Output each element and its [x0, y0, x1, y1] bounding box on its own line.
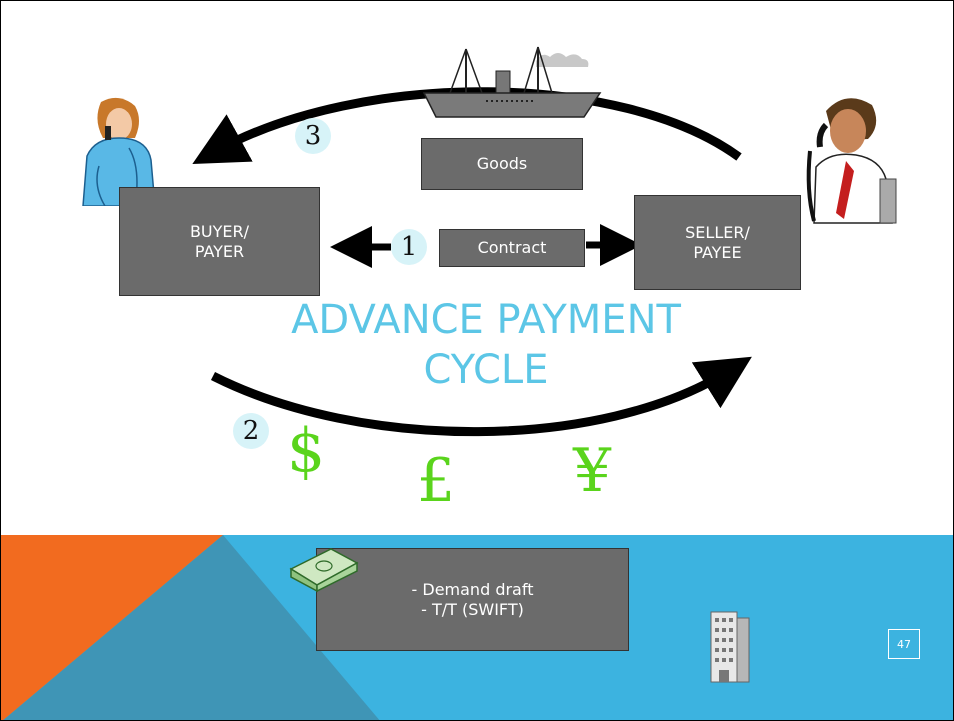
step-2-badge: 2 — [233, 413, 269, 449]
goods-arrow — [192, 87, 742, 165]
step-2-label: 2 — [242, 416, 260, 446]
seller-label: SELLER/ PAYEE — [685, 222, 750, 262]
currency-yen: ¥ — [573, 436, 612, 506]
footer-triangles — [1, 535, 380, 720]
step-1-label: 1 — [400, 232, 418, 262]
currency-dollar: $ — [287, 416, 326, 486]
goods-box: Goods — [421, 138, 583, 190]
office-building-icon — [710, 611, 750, 683]
step-3-label: 3 — [304, 121, 322, 151]
diagram-title-line1: ADVANCE PAYMENT — [291, 297, 681, 343]
diagram-title-line2: CYCLE — [423, 347, 549, 393]
step-1-badge: 1 — [391, 229, 427, 265]
buyer-label: BUYER/ PAYER — [189, 221, 250, 261]
ship-icon — [422, 46, 602, 118]
currency-pound: £ — [417, 446, 456, 516]
goods-label: Goods — [476, 154, 528, 173]
page-number: 47 — [888, 629, 920, 659]
contract-label: Contract — [477, 238, 547, 257]
contract-box: Contract — [439, 229, 585, 267]
businessman-phone-icon — [806, 98, 897, 224]
payment-methods-label: - Demand draft - T/T (SWIFT) — [411, 579, 534, 619]
payment-arrow — [210, 356, 752, 437]
step-3-badge: 3 — [295, 118, 331, 154]
payment-methods-box: - Demand draft - T/T (SWIFT) — [316, 548, 629, 651]
buyer-box: BUYER/ PAYER — [119, 187, 320, 296]
money-stack-icon — [289, 548, 359, 593]
seller-box: SELLER/ PAYEE — [634, 195, 801, 290]
